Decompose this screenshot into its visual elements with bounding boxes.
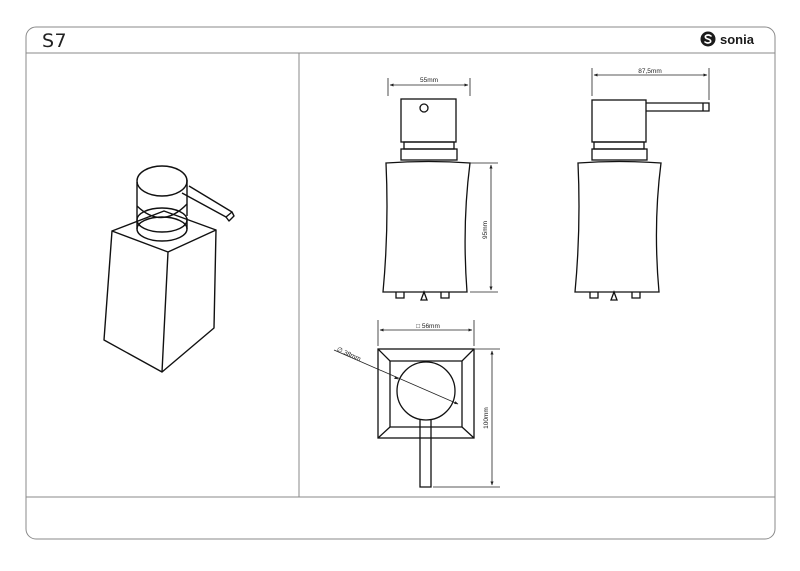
top-square-label: □ 56mm xyxy=(416,323,440,330)
depth-dimension xyxy=(433,348,500,488)
isometric-view xyxy=(103,165,235,373)
depth-label: 100mm xyxy=(483,407,490,429)
front-width-dimension xyxy=(387,78,471,96)
sonia-s-logo-icon xyxy=(700,31,716,47)
side-view xyxy=(574,99,710,301)
body-height-label: 95mm xyxy=(482,221,489,239)
front-width-label: 55mm xyxy=(420,77,438,84)
brand-logo: sonia xyxy=(700,31,754,47)
brand-name: sonia xyxy=(720,31,754,47)
body-height-dimension xyxy=(470,162,498,293)
product-code-title: S7 xyxy=(42,30,68,52)
top-square-dimension xyxy=(377,320,475,346)
diameter-dimension xyxy=(333,349,459,405)
front-view xyxy=(382,98,471,301)
side-width-dimension xyxy=(591,68,710,100)
sheet-frame xyxy=(25,26,776,540)
diameter-label: ∅ 38mm xyxy=(336,346,362,363)
side-width-label: 87,5mm xyxy=(638,68,661,75)
top-view xyxy=(377,348,475,488)
